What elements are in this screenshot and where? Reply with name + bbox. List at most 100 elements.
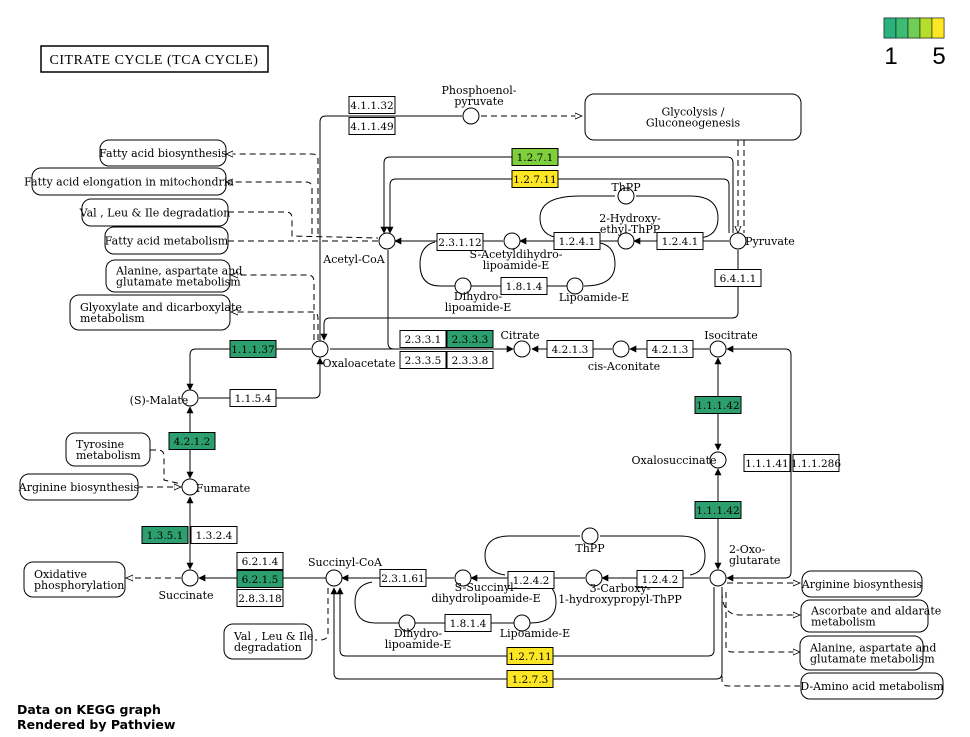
enzyme-e-1-2-4-2-b[interactable]: 1.2.4.2 bbox=[636, 570, 684, 588]
footer-line-2: Rendered by Pathview bbox=[17, 717, 176, 732]
enzyme-label: 4.2.1.3 bbox=[652, 344, 689, 356]
enzyme-e-1-8-1-4-top[interactable]: 1.8.1.4 bbox=[500, 277, 548, 295]
enzyme-e-4-2-1-3-b[interactable]: 4.2.1.3 bbox=[646, 340, 694, 358]
compound-cis-aconitate[interactable]: cis-Aconitate bbox=[588, 340, 660, 373]
enzyme-label: 4.2.1.2 bbox=[174, 436, 211, 448]
enzyme-e-1-8-1-4-bottom[interactable]: 1.8.1.4 bbox=[444, 614, 492, 632]
compound-isocitrate[interactable]: Isocitrate bbox=[704, 329, 758, 358]
compound-citrate[interactable]: Citrate bbox=[500, 329, 540, 358]
compound-label: S-Acetyldihydro-lipoamide-E bbox=[470, 248, 563, 272]
enzyme-e-1-1-1-286[interactable]: 1.1.1.286 bbox=[791, 454, 841, 472]
compound-label: S-Succinyl-dihydrolipoamide-E bbox=[431, 581, 540, 605]
map-label: Arginine biosynthesis bbox=[18, 481, 140, 494]
enzyme-e-2-3-3-1[interactable]: 2.3.3.1 bbox=[399, 330, 447, 348]
enzyme-e-4-1-1-32[interactable]: 4.1.1.32 bbox=[348, 96, 396, 114]
enzyme-e-1-2-4-1-b[interactable]: 1.2.4.1 bbox=[656, 232, 704, 250]
compound-pyruvate[interactable]: Pyruvate bbox=[729, 232, 795, 250]
enzyme-e-4-2-1-3-a[interactable]: 4.2.1.3 bbox=[546, 340, 594, 358]
enzyme-e-1-2-4-2-a[interactable]: 1.2.4.2 bbox=[507, 571, 555, 589]
compound-thpp-top[interactable]: ThPP bbox=[611, 181, 641, 205]
compound-oxalosuccinate[interactable]: Oxalosuccinate bbox=[631, 451, 727, 469]
compound-malate[interactable]: (S)-Malate bbox=[130, 389, 199, 407]
compound-carboxy[interactable]: 3-Carboxy-1-hydroxypropyl-ThPP bbox=[558, 569, 682, 606]
enzyme-e-1-1-1-37[interactable]: 1.1.1.37 bbox=[229, 340, 277, 358]
enzyme-e-1-3-2-4[interactable]: 1.3.2.4 bbox=[190, 526, 238, 544]
enzyme-e-2-8-3-18[interactable]: 2.8.3.18 bbox=[236, 589, 284, 607]
enzyme-e-1-1-1-42-bottom[interactable]: 1.1.1.42 bbox=[694, 501, 742, 519]
enzyme-label: 1.8.1.4 bbox=[450, 618, 487, 630]
compound-lipoamide-bottom[interactable]: Lipoamide-E bbox=[500, 614, 570, 640]
compound-label: Dihydro-lipoamide-E bbox=[445, 290, 512, 314]
enzyme-e-1-2-7-11-top[interactable]: 1.2.7.11 bbox=[511, 170, 559, 188]
enzyme-label: 1.2.4.2 bbox=[642, 574, 679, 586]
compound-label: Succinyl-CoA bbox=[308, 556, 383, 569]
enzyme-label: 2.3.3.1 bbox=[405, 334, 442, 346]
compound-fumarate[interactable]: Fumarate bbox=[181, 478, 250, 496]
map-arginine-left[interactable]: Arginine biosynthesis bbox=[18, 473, 140, 501]
compound-lipoamide-top[interactable]: Lipoamide-E bbox=[559, 277, 629, 304]
enzyme-e-2-3-3-3[interactable]: 2.3.3.3 bbox=[446, 330, 494, 348]
compound-dihydro-top[interactable]: Dihydro-lipoamide-E bbox=[445, 277, 512, 314]
map-label: Arginine biosynthesis bbox=[801, 578, 923, 591]
compound-thpp-bottom[interactable]: ThPP bbox=[575, 527, 605, 555]
enzyme-e-2-3-1-61[interactable]: 2.3.1.61 bbox=[379, 569, 427, 587]
map-fatty-biosynthesis[interactable]: Fatty acid biosynthesis bbox=[99, 139, 227, 167]
compound-acetyl-coa[interactable]: Acetyl-CoA bbox=[322, 232, 396, 266]
legend-swatch bbox=[895, 17, 909, 39]
enzyme-e-2-3-1-12[interactable]: 2.3.1.12 bbox=[436, 233, 484, 251]
enzyme-e-1-3-5-1[interactable]: 1.3.5.1 bbox=[141, 526, 189, 544]
legend-max-label: 5 bbox=[932, 43, 945, 70]
enzyme-label: 1.2.7.11 bbox=[508, 651, 551, 663]
compound-dihydro-bottom[interactable]: Dihydro-lipoamide-E bbox=[385, 614, 452, 651]
enzyme-e-1-2-7-1[interactable]: 1.2.7.1 bbox=[511, 148, 559, 166]
compound-label: ThPP bbox=[611, 181, 641, 194]
compound-oxoglutarate[interactable]: 2-Oxo-glutarate bbox=[709, 543, 780, 587]
enzyme-e-1-1-1-41[interactable]: 1.1.1.41 bbox=[743, 454, 791, 472]
enzyme-label: 1.2.4.2 bbox=[513, 575, 550, 587]
enzyme-label: 6.2.1.4 bbox=[242, 556, 279, 568]
map-label: Glycolysis /Gluconeogenesis bbox=[646, 106, 741, 130]
map-arginine-right[interactable]: Arginine biosynthesis bbox=[801, 570, 923, 598]
compound-s-acetyl[interactable]: S-Acetyldihydro-lipoamide-E bbox=[470, 232, 563, 272]
enzyme-e-4-1-1-49[interactable]: 4.1.1.49 bbox=[348, 117, 396, 135]
compound-label: Oxalosuccinate bbox=[631, 454, 716, 467]
enzyme-e-6-4-1-1[interactable]: 6.4.1.1 bbox=[714, 269, 762, 287]
map-d-amino[interactable]: D-Amino acid metabolism bbox=[800, 672, 944, 700]
compound-label: ThPP bbox=[575, 542, 605, 555]
enzyme-e-6-2-1-5[interactable]: 6.2.1.5 bbox=[236, 570, 284, 588]
enzyme-e-1-2-7-3[interactable]: 1.2.7.3 bbox=[506, 670, 554, 688]
enzyme-label: 1.2.4.1 bbox=[559, 236, 596, 248]
compound-succinate[interactable]: Succinate bbox=[158, 569, 214, 602]
compound-s-succinyl[interactable]: S-Succinyl-dihydrolipoamide-E bbox=[431, 569, 541, 605]
map-glycolysis[interactable]: Glycolysis /Gluconeogenesis bbox=[584, 93, 802, 141]
compound-succinyl-coa[interactable]: Succinyl-CoA bbox=[308, 556, 383, 587]
enzyme-e-2-3-3-5[interactable]: 2.3.3.5 bbox=[399, 351, 447, 369]
map-fatty-elongation[interactable]: Fatty acid elongation in mitochondria bbox=[24, 167, 234, 196]
enzyme-e-4-2-1-2[interactable]: 4.2.1.2 bbox=[168, 432, 216, 450]
enzyme-label: 1.1.1.286 bbox=[791, 458, 841, 470]
enzyme-e-6-2-1-4[interactable]: 6.2.1.4 bbox=[236, 552, 284, 570]
enzyme-e-1-2-7-11-bottom[interactable]: 1.2.7.11 bbox=[506, 647, 554, 665]
enzyme-e-1-2-4-1-a[interactable]: 1.2.4.1 bbox=[553, 232, 601, 250]
compound-oxaloacetate[interactable]: Oxaloacetate bbox=[311, 340, 396, 370]
compound-label: Lipoamide-E bbox=[559, 291, 629, 304]
enzyme-e-1-1-5-4[interactable]: 1.1.5.4 bbox=[229, 389, 277, 407]
enzyme-label: 1.2.7.1 bbox=[517, 152, 554, 164]
compound-pep[interactable]: Phosphoenol-pyruvate bbox=[442, 84, 517, 125]
enzyme-e-2-3-3-8[interactable]: 2.3.3.8 bbox=[446, 351, 494, 369]
enzyme-e-1-1-1-42-top[interactable]: 1.1.1.42 bbox=[694, 396, 742, 414]
compound-hydroxyethyl[interactable]: 2-Hydroxy-ethyl-ThPP bbox=[599, 212, 661, 250]
map-val-leu-ile-top[interactable]: Val , Leu & Ile degradation bbox=[79, 198, 231, 227]
compound-label: Acetyl-CoA bbox=[322, 253, 386, 266]
map-fatty-metabolism[interactable]: Fatty acid metabolism bbox=[104, 226, 229, 255]
legend-swatch bbox=[883, 17, 897, 39]
